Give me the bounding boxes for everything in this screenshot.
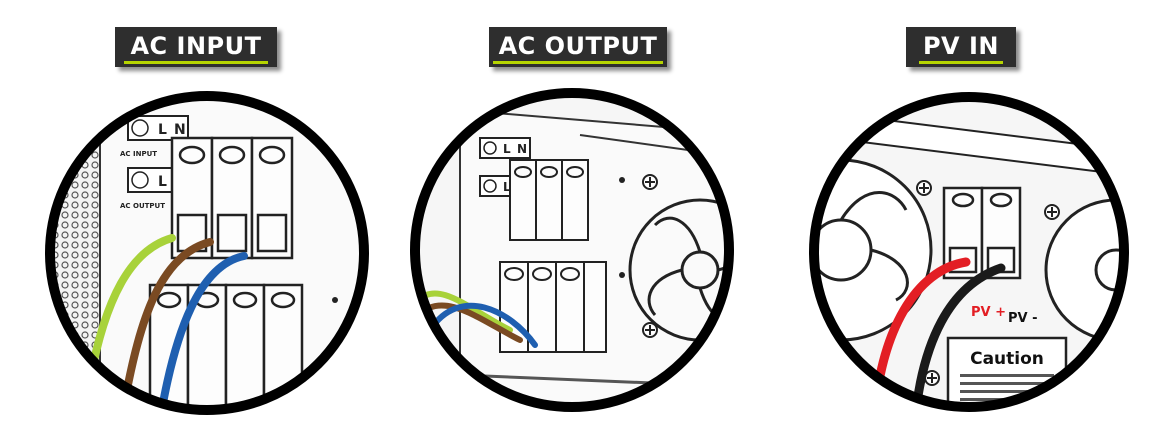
ring [45, 91, 369, 415]
pv-in-illustration: PV + PV - Caution [809, 92, 1129, 412]
upper-terminal-block [170, 136, 294, 260]
ground-icon-2 [483, 179, 497, 193]
line-mark: L [503, 142, 511, 156]
upper-terminal-block [509, 159, 589, 241]
line-mark-2: L [503, 180, 511, 194]
ac-input-illustration: L N AC INPUT L N AC OUTPUT [45, 91, 369, 415]
ac-output-mark: AC OUTPUT [120, 202, 165, 210]
screw-icons [916, 180, 1060, 386]
ac-input-mark: AC INPUT [120, 150, 157, 158]
pv-in-panel: PV IN [786, 0, 1154, 447]
pv-negative-label: PV - [1008, 311, 1038, 326]
live-wire [121, 238, 214, 404]
ac-output-title-badge: AC OUTPUT [489, 27, 667, 67]
ground-icon-2 [131, 171, 149, 189]
neutral-mark: N [174, 122, 186, 138]
ac-output-illustration: L N L N [410, 88, 734, 412]
ground-wire [86, 234, 176, 384]
pv-in-title-badge: PV IN [906, 27, 1016, 67]
ac-output-panel: AC OUTPUT L N L N [400, 0, 786, 447]
ring [809, 92, 1129, 412]
line-mark-2: L [158, 174, 167, 190]
caution-title: Caution [970, 349, 1044, 369]
ac-input-panel: AC INPUT L N AC INPUT L N AC OUTPUT [0, 0, 400, 447]
ac-output-title: AC OUTPUT [492, 31, 664, 64]
pv-positive-label: PV + [971, 305, 1006, 320]
pv-in-title: PV IN [918, 31, 1004, 64]
neutral-mark: N [517, 142, 527, 156]
ac-input-title: AC INPUT [124, 31, 268, 64]
ring [410, 88, 734, 412]
screw-icons [642, 174, 658, 338]
ground-icon [131, 119, 149, 137]
ground-icon [483, 141, 497, 155]
neutral-wire [156, 252, 248, 413]
ac-input-title-badge: AC INPUT [115, 27, 277, 67]
neutral-wire [427, 302, 538, 348]
line-mark: L [158, 122, 167, 138]
